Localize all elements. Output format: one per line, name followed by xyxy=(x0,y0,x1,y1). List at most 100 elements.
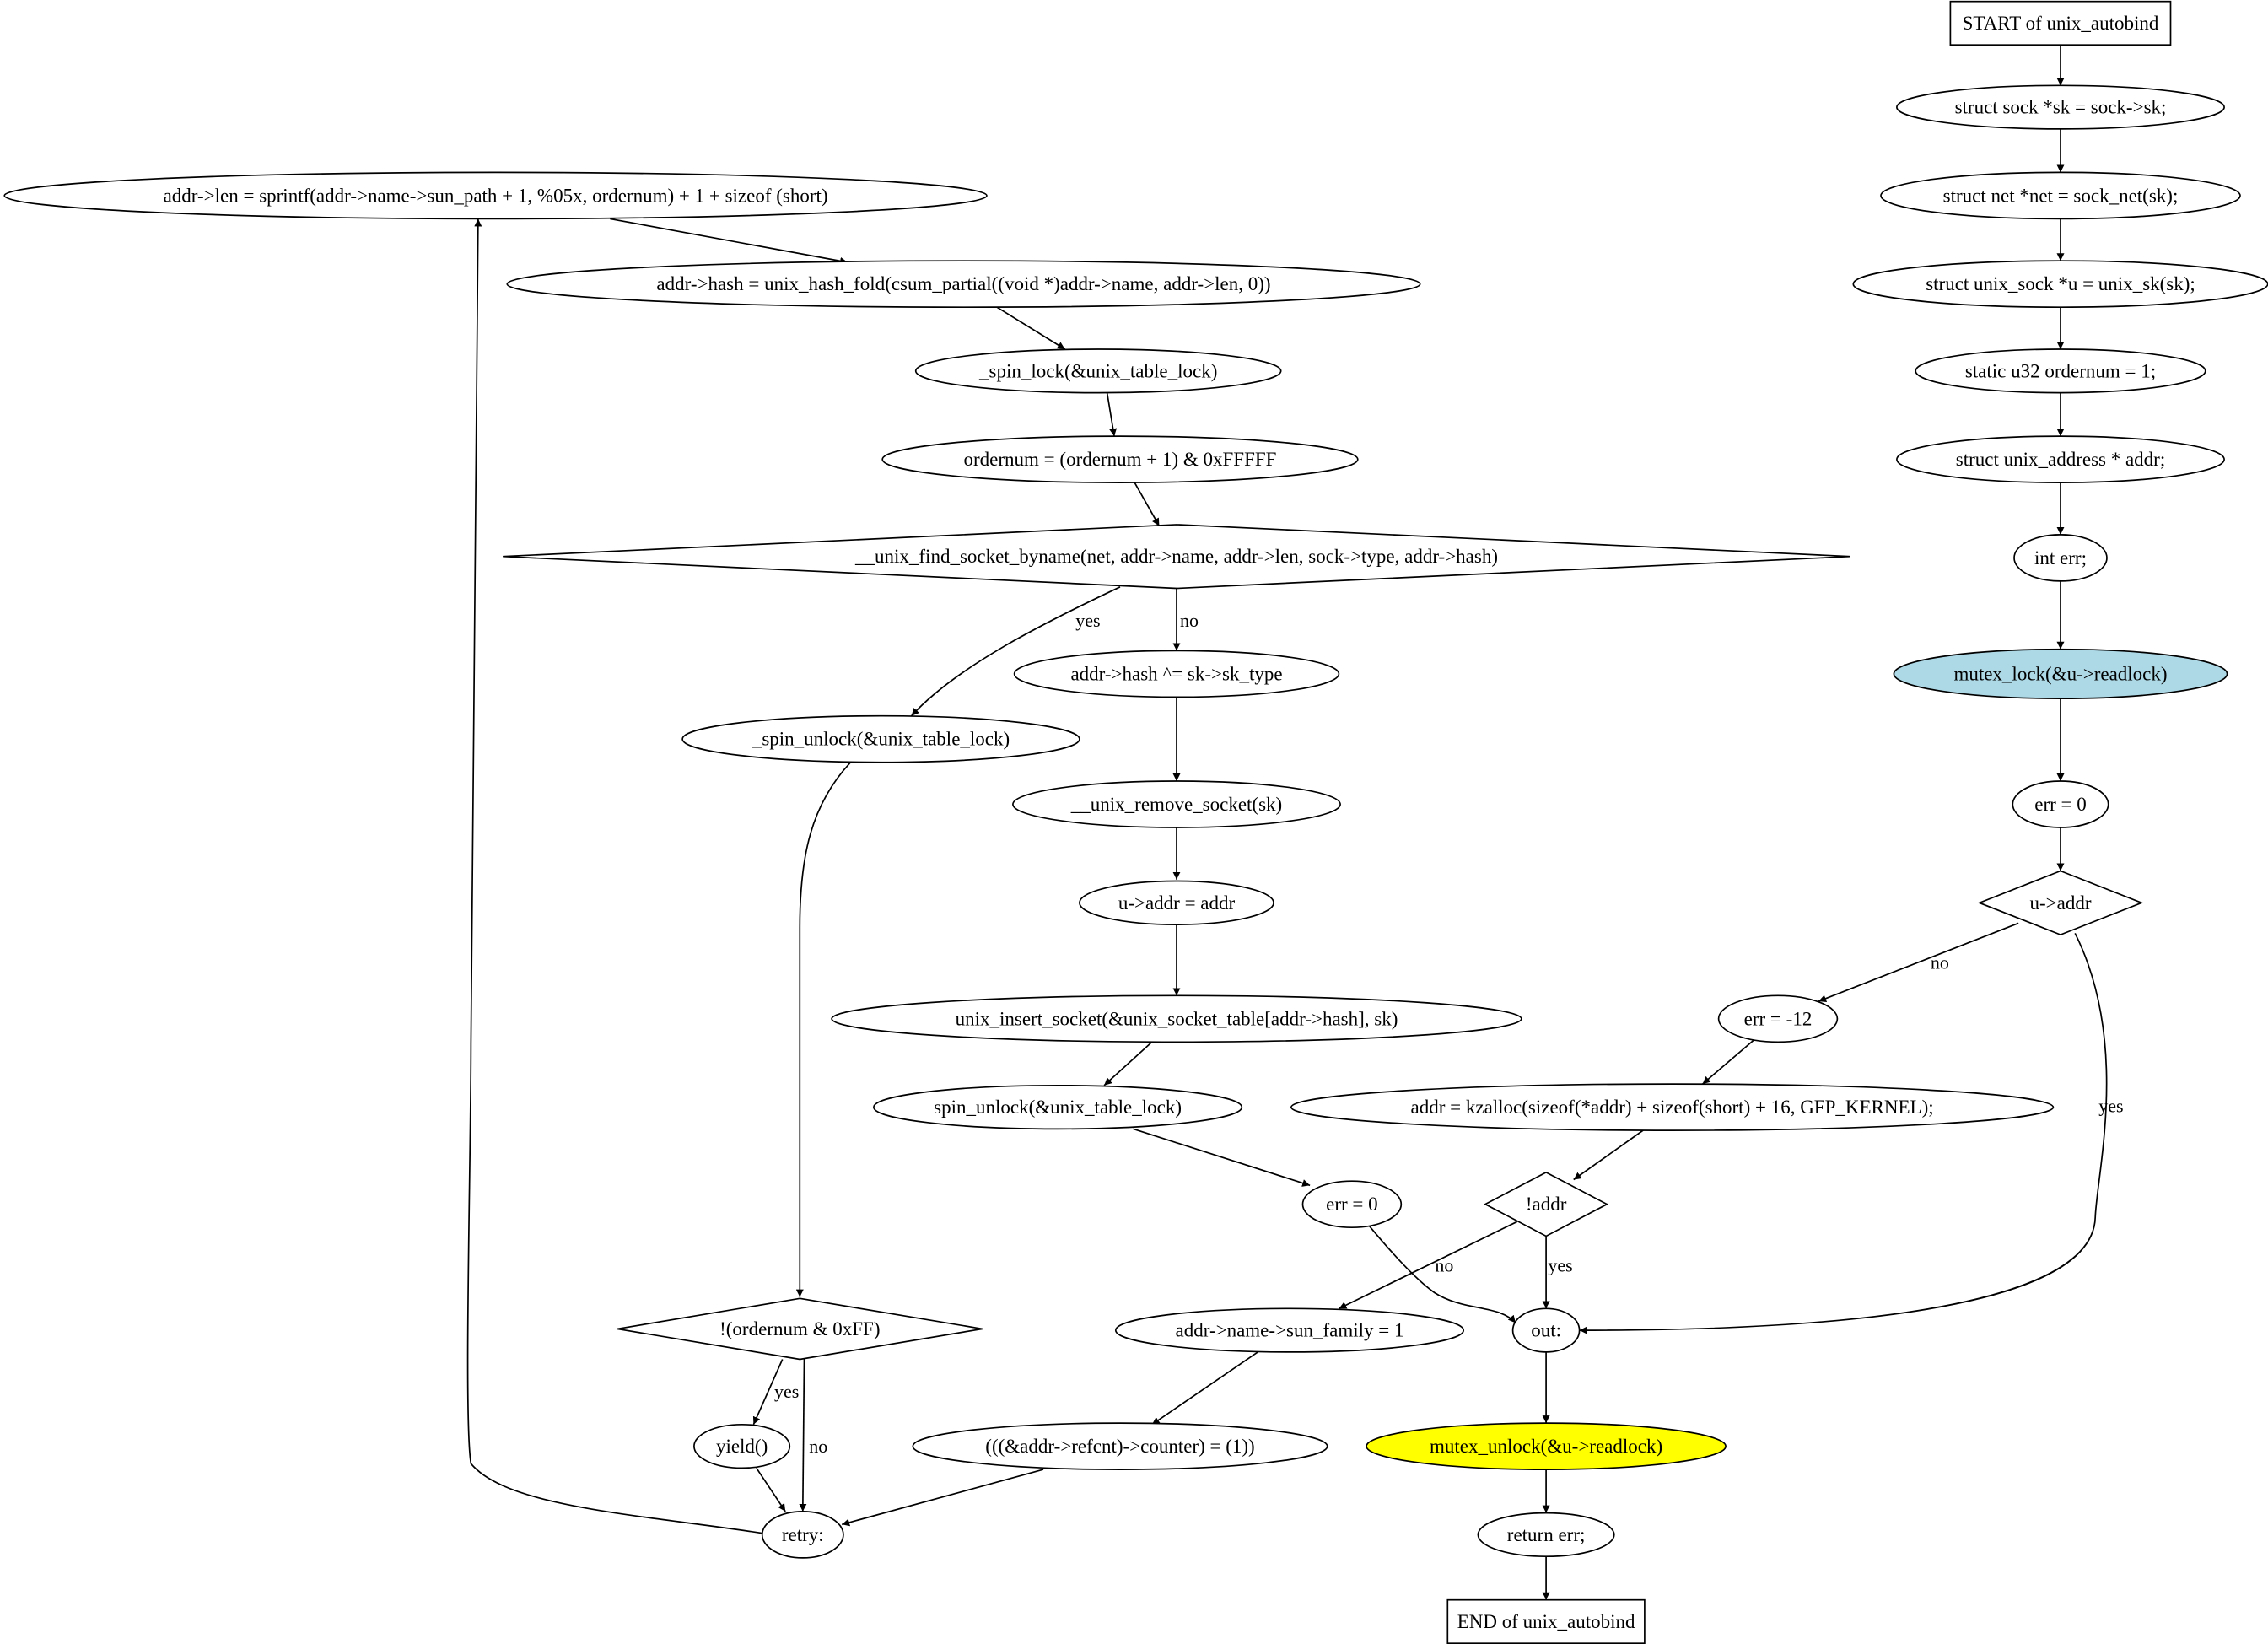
statement-ellipse xyxy=(1114,1307,1465,1353)
edge-arrow xyxy=(996,306,1066,350)
edge-retry-to-len xyxy=(466,218,762,1534)
edge-arrow xyxy=(610,218,848,265)
decision-diamond xyxy=(503,524,1850,590)
node-label: err = 0 xyxy=(2034,794,2087,815)
statement-ellipse xyxy=(1013,650,1340,698)
edge-kzalloc-to-notaddr_cond xyxy=(1573,1129,1644,1181)
edge-arrow xyxy=(1368,1225,1516,1324)
edge-spin_unlock_b-to-err0_b xyxy=(1133,1128,1311,1187)
statement-ellipse xyxy=(761,1511,844,1559)
node-find-cond: __unix_find_socket_byname(net, addr->nam… xyxy=(503,524,1850,590)
node-label: static u32 ordernum = 1; xyxy=(1965,360,2156,381)
node-label: !(ordernum & 0xFF) xyxy=(719,1318,880,1339)
node-label: START of unix_autobind xyxy=(1963,13,2159,34)
node-insert: unix_insert_socket(&unix_socket_table[ad… xyxy=(831,994,1522,1043)
node-label: ordernum = (ordernum + 1) & 0xFFFFF xyxy=(964,449,1277,470)
node-label: END of unix_autobind xyxy=(1457,1611,1635,1632)
node-spin-lock: _spin_lock(&unix_table_lock) xyxy=(914,348,1282,394)
node-label: struct net *net = sock_net(sk); xyxy=(1943,185,2179,206)
edge-arrow xyxy=(752,1359,784,1426)
edge-ordernum_inc-to-find_cond xyxy=(1134,482,1161,527)
edge-err0_b-to-out xyxy=(1368,1225,1516,1324)
node-label: addr->hash = unix_hash_fold(csum_partial… xyxy=(656,273,1270,294)
node-u: struct unix_sock *u = unix_sk(sk); xyxy=(1852,260,2268,309)
node-len: addr->len = sprintf(addr->name->sun_path… xyxy=(3,171,988,220)
edge-arrow xyxy=(841,1469,1044,1527)
node-notaddr-cond: !addr xyxy=(1484,1171,1609,1237)
node-start: START of unix_autobind xyxy=(1949,0,2172,46)
statement-ellipse xyxy=(1511,1307,1581,1353)
node-label: __unix_find_socket_byname(net, addr->nam… xyxy=(854,546,1498,567)
edge-refcnt-to-retry xyxy=(841,1469,1044,1527)
node-remove: __unix_remove_socket(sk) xyxy=(1012,780,1341,828)
edge-sun_family-to-refcnt xyxy=(1151,1351,1258,1426)
box-shape xyxy=(1446,1598,1646,1644)
edge-arrow xyxy=(1818,922,2019,1003)
edge-label-yes: yes xyxy=(2098,1095,2123,1116)
edge-arrow xyxy=(795,762,852,1297)
edge-label-no: no xyxy=(1931,951,1949,973)
node-err-decl: int err; xyxy=(2013,534,2108,582)
statement-ellipse xyxy=(1012,780,1341,828)
edge-label-no: no xyxy=(1180,610,1199,631)
node-label: struct sock *sk = sock->sk; xyxy=(1955,97,2167,118)
statement-ellipse xyxy=(1896,84,2225,130)
edge-spin_unlock_a-to-ordernum_cond xyxy=(795,762,852,1297)
edge-label-yes: yes xyxy=(1548,1254,1572,1275)
box-shape xyxy=(1949,0,2172,46)
statement-ellipse xyxy=(1079,880,1274,925)
edge-arrow xyxy=(1134,482,1161,527)
node-hash: addr->hash = unix_hash_fold(csum_partial… xyxy=(506,260,1421,309)
node-sun-family: addr->name->sun_family = 1 xyxy=(1114,1307,1465,1353)
node-err0-a: err = 0 xyxy=(2012,780,2109,828)
edge-find_cond-to-hash_xor: no xyxy=(1172,588,1199,651)
node-label: retry: xyxy=(782,1524,824,1545)
node-label: addr->len = sprintf(addr->name->sun_path… xyxy=(164,185,828,206)
edge-insert-to-spin_unlock_b xyxy=(1103,1041,1153,1086)
edge-len-to-hash xyxy=(610,218,848,265)
edge-hash-to-spin_lock xyxy=(996,306,1066,350)
edge-uaddr_cond-to-out: yes xyxy=(1579,933,2124,1334)
edge-arrow xyxy=(1339,1221,1518,1310)
statement-ellipse xyxy=(881,435,1359,483)
statement-ellipse xyxy=(1896,435,2225,483)
statement-ellipse xyxy=(1290,1083,2055,1131)
node-retry: retry: xyxy=(761,1511,844,1559)
node-hash-xor: addr->hash ^= sk->sk_type xyxy=(1013,650,1340,698)
node-label: addr = kzalloc(sizeof(*addr) + sizeof(sh… xyxy=(1411,1097,1934,1118)
node-label: (((&addr->refcnt)->counter) = (1)) xyxy=(985,1436,1254,1457)
node-label: _spin_unlock(&unix_table_lock) xyxy=(752,729,1010,750)
node-mutex-lock: mutex_lock(&u->readlock) xyxy=(1893,648,2228,699)
edge-arrow xyxy=(1573,1129,1644,1181)
statement-ellipse xyxy=(1301,1180,1403,1229)
edge-arrow xyxy=(1103,1041,1153,1086)
statement-ellipse xyxy=(914,348,1282,394)
node-sk: struct sock *sk = sock->sk; xyxy=(1896,84,2225,130)
edge-ordernum_cond-to-yield: yes xyxy=(752,1359,799,1426)
node-label: int err; xyxy=(2034,547,2087,569)
edge-yield-to-retry xyxy=(756,1467,786,1512)
statement-ellipse xyxy=(873,1084,1243,1130)
node-addr-decl: struct unix_address * addr; xyxy=(1896,435,2225,483)
edge-err12-to-kzalloc xyxy=(1702,1039,1754,1085)
edge-notaddr_cond-to-sun_family: no xyxy=(1339,1221,1518,1310)
edge-spin_lock-to-ordernum_inc xyxy=(1106,392,1118,437)
node-kzalloc: addr = kzalloc(sizeof(*addr) + sizeof(sh… xyxy=(1290,1083,2055,1131)
node-err12: err = -12 xyxy=(1717,994,1839,1043)
node-label: !addr xyxy=(1526,1194,1567,1215)
statement-ellipse xyxy=(1717,994,1839,1043)
edge-arrow xyxy=(799,1359,807,1512)
node-label: return err; xyxy=(1507,1524,1586,1545)
statement-ellipse xyxy=(3,171,988,220)
node-label: _spin_lock(&unix_table_lock) xyxy=(978,360,1217,381)
edge-arrow xyxy=(1702,1039,1754,1085)
edge-find_cond-to-spin_unlock_a: yes xyxy=(910,586,1121,717)
node-label: struct unix_sock *u = unix_sk(sk); xyxy=(1926,273,2195,294)
statement-ellipse xyxy=(1893,648,2228,699)
statement-ellipse xyxy=(681,714,1080,763)
edge-label-yes: yes xyxy=(774,1381,799,1402)
node-refcnt: (((&addr->refcnt)->counter) = (1)) xyxy=(912,1422,1328,1470)
